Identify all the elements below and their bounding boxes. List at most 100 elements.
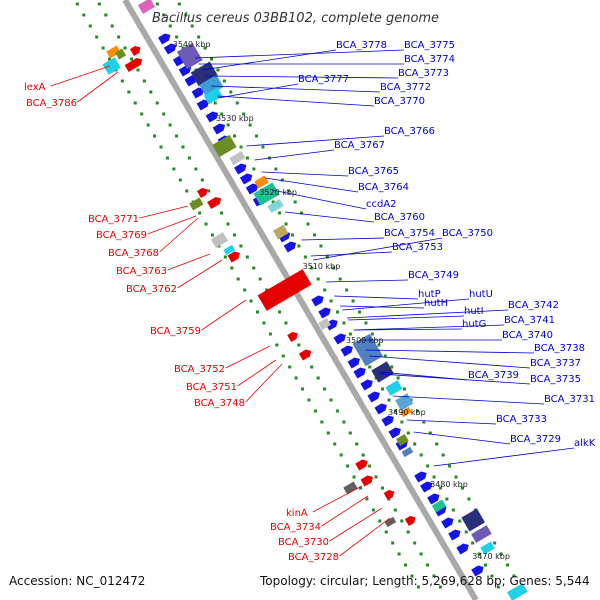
tick-dot bbox=[333, 442, 337, 446]
operon-block bbox=[273, 224, 289, 240]
left-gene-label: BCA_3748 bbox=[194, 398, 245, 409]
tick-dot bbox=[339, 453, 343, 457]
right-leader-line bbox=[254, 149, 335, 161]
operon-block bbox=[395, 393, 414, 411]
right-gene-label: BCA_3778 bbox=[336, 40, 387, 51]
tick-dot bbox=[336, 310, 340, 314]
tick-dot bbox=[117, 35, 121, 39]
tick-dot bbox=[458, 519, 462, 523]
tick-dot bbox=[280, 178, 284, 182]
tick-dot bbox=[438, 486, 442, 490]
tick-dot bbox=[245, 255, 249, 259]
scale-label: 3520 kbp bbox=[259, 188, 297, 197]
left-gene-label: BCA_3728 bbox=[288, 552, 339, 563]
right-gene-label: alkK bbox=[574, 438, 596, 449]
tick-dot bbox=[413, 541, 417, 545]
tick-dot bbox=[133, 101, 137, 105]
forward-gene-arrow bbox=[367, 391, 380, 403]
reverse-gene-arrow bbox=[207, 197, 222, 209]
tick-dot bbox=[329, 299, 333, 303]
label-leaders bbox=[50, 49, 575, 557]
tick-dot bbox=[178, 178, 182, 182]
tick-dot bbox=[82, 13, 86, 17]
tick-dot bbox=[391, 541, 395, 545]
tick-dot bbox=[335, 409, 339, 413]
tick-dot bbox=[426, 563, 430, 567]
reverse-gene-block bbox=[257, 269, 312, 311]
right-gene-label: BCA_3754 bbox=[384, 228, 435, 239]
tick-dot bbox=[110, 24, 114, 28]
reverse-gene-arrow bbox=[227, 251, 240, 263]
right-leader-line bbox=[379, 373, 531, 385]
tick-dot bbox=[271, 200, 275, 204]
right-leader-line bbox=[347, 309, 509, 319]
operon-block bbox=[190, 61, 218, 87]
left-leader-line bbox=[225, 345, 271, 369]
tick-dot bbox=[239, 244, 243, 248]
forward-gene-arrow bbox=[353, 367, 366, 379]
tick-dot bbox=[432, 475, 436, 479]
forward-gene-arrow bbox=[340, 345, 353, 357]
tick-dot bbox=[310, 266, 314, 270]
operon-block bbox=[461, 508, 486, 532]
map-title: Bacillus cereus 03BB102, complete genome bbox=[152, 11, 439, 26]
tick-dot bbox=[281, 354, 285, 358]
operon-block bbox=[480, 541, 495, 555]
tick-dot bbox=[142, 79, 146, 83]
right-leader-line bbox=[334, 295, 419, 300]
left-feature-block bbox=[384, 516, 397, 528]
tick-dot bbox=[493, 541, 497, 545]
forward-gene-arrow bbox=[360, 379, 373, 391]
tick-dot bbox=[310, 365, 314, 369]
left-feature-block bbox=[189, 197, 204, 211]
tick-dot bbox=[210, 57, 214, 61]
tick-dot bbox=[168, 123, 172, 127]
left-leader-line bbox=[237, 359, 277, 387]
tick-dot bbox=[348, 332, 352, 336]
forward-gene-arrow bbox=[456, 543, 469, 555]
right-gene-label: BCA_3777 bbox=[298, 74, 349, 85]
tick-dot bbox=[451, 508, 455, 512]
reverse-gene-arrow bbox=[124, 58, 143, 72]
tick-dot bbox=[213, 101, 217, 105]
tick-dot bbox=[338, 277, 342, 281]
tick-dot bbox=[467, 497, 471, 501]
tick-dot bbox=[162, 13, 166, 17]
forward-gene-arrow bbox=[158, 33, 171, 45]
forward-gene-arrow bbox=[374, 403, 387, 415]
left-leader-line bbox=[77, 71, 119, 103]
forward-gene-arrow bbox=[381, 415, 394, 427]
tick-dot bbox=[287, 189, 291, 193]
tick-dot bbox=[381, 387, 385, 391]
right-leader-line bbox=[433, 447, 575, 467]
tick-dot bbox=[435, 442, 439, 446]
left-gene-label: BCA_3769 bbox=[96, 230, 147, 241]
tick-dot bbox=[216, 68, 220, 72]
right-gene-label: hutI bbox=[464, 306, 484, 317]
left-gene-label: BCA_3771 bbox=[88, 214, 139, 225]
operon-block bbox=[176, 42, 203, 70]
tick-dot bbox=[261, 145, 265, 149]
tick-dot bbox=[404, 563, 408, 567]
right-gene-label: BCA_3738 bbox=[534, 343, 585, 354]
right-gene-label: BCA_3733 bbox=[496, 414, 547, 425]
tick-dot bbox=[210, 233, 214, 237]
tick-dot bbox=[448, 464, 452, 468]
tick-dot bbox=[383, 354, 387, 358]
tick-dot bbox=[400, 420, 404, 424]
forward-gene-arrow bbox=[414, 471, 427, 483]
operon-block bbox=[253, 182, 280, 206]
forward-gene-arrow bbox=[196, 99, 210, 111]
tick-dot bbox=[377, 343, 381, 347]
tick-dot bbox=[233, 134, 237, 138]
right-leader-line bbox=[392, 395, 545, 405]
reverse-gene-arrow bbox=[129, 46, 141, 56]
forward-gene-arrow bbox=[333, 333, 346, 345]
forward-gene-arrow bbox=[239, 173, 253, 185]
tick-dot bbox=[323, 288, 327, 292]
tick-dot bbox=[352, 475, 356, 479]
right-gene-label: BCA_3760 bbox=[374, 212, 425, 223]
right-gene-label: hutG bbox=[462, 319, 486, 330]
right-gene-label: BCA_3731 bbox=[544, 394, 595, 405]
